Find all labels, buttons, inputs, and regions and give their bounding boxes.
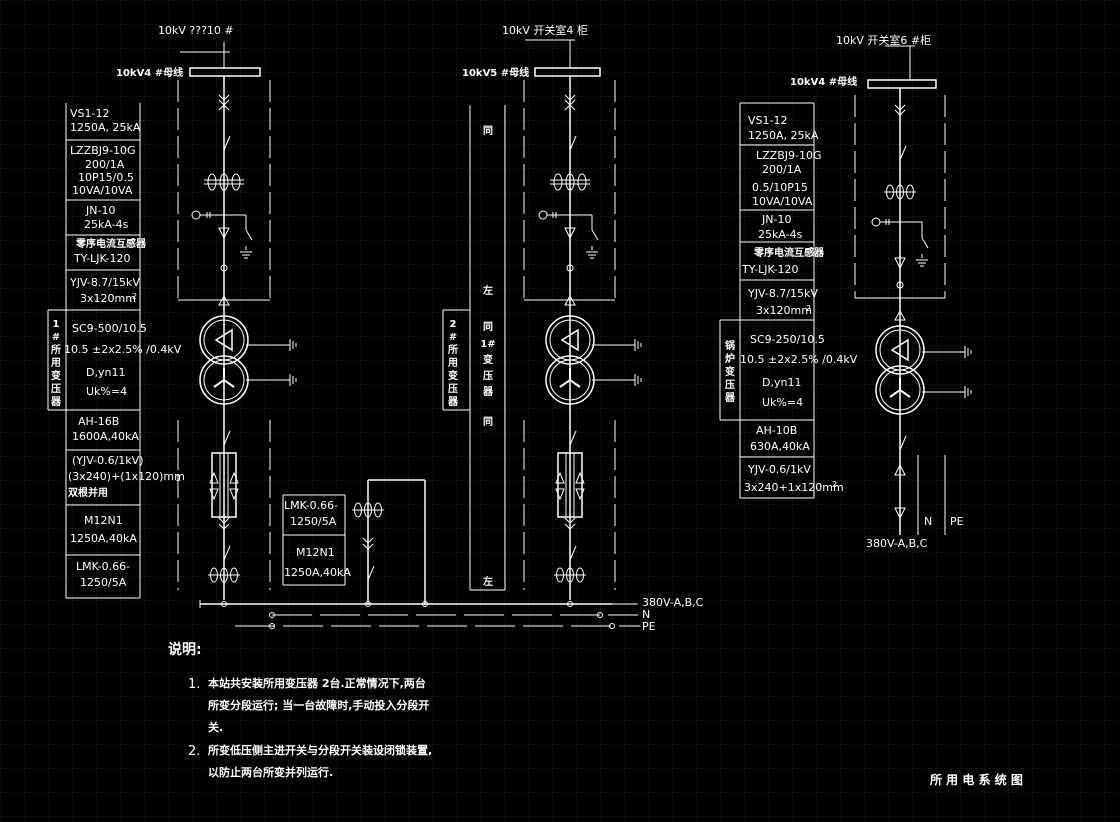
panel2-col-char-6: 器 (483, 387, 493, 398)
panel1-tr-model: SC9-500/10.5 (72, 322, 147, 335)
panel3-tr-side: 锅炉变压器 (725, 341, 735, 404)
panel1-lv-cable1: (YJV-0.6/1kV) (72, 454, 144, 467)
panel2-col-char-8: 左 (483, 577, 493, 588)
notes-title: 说明: (168, 642, 202, 658)
panel3-jn-rating: 25kA-4s (758, 228, 803, 241)
panel2-bus-label: 10kV5 #母线 (462, 68, 530, 79)
panel3-n: N (924, 515, 933, 528)
panel3-cable-sup: 2 (806, 304, 812, 313)
panel2-col-char-4: 变 (483, 355, 493, 366)
panel3-circuit (719, 45, 972, 535)
panel1-zero-ct: 零序电流互感器 (76, 239, 146, 250)
panel3-ct-model: LZZBJ9-10G (756, 149, 822, 162)
panel1-ct-class: 10P15/0.5 (78, 171, 134, 184)
panel3-zero-ct: 零序电流互感器 (754, 248, 824, 259)
panel3-cable-size: 3x120mm (756, 304, 812, 317)
note1-line2: 所变分段运行; 当一台故障时,手动投入分段开 (208, 699, 430, 712)
panel2-side-label: 2#所用变压器 (448, 319, 458, 408)
panel3-tr-ratio: 10.5 ±2x2.5% /0.4kV (740, 353, 858, 366)
note1-num: 1. (188, 677, 201, 692)
panel3-lv-cable2: 3x240+1x120mm (744, 481, 844, 494)
panel3-lv-cable1: YJV-0.6/1kV (748, 463, 811, 476)
note2-line1: 所变低压侧主进开关与分段开关装设闭锁装置, (208, 744, 433, 757)
panel1-tr-side: 1#所用变压器 (51, 319, 61, 408)
panel2-circuit (442, 39, 642, 600)
note1-line1: 本站共安装所用变压器 2台.正常情况下,两台 (208, 677, 426, 690)
lv-bus-n: N (642, 608, 651, 621)
panel2-header: 10kV 开关室4 柜 (502, 24, 588, 37)
panel1-tr-group: D,yn11 (86, 366, 126, 379)
tie-lmk: LMK-0.66- (284, 499, 339, 512)
panel1-ct-ratio: 200/1A (85, 158, 125, 171)
panel3-cable: YJV-8.7/15kV (748, 287, 818, 300)
panel3-ah: AH-10B (756, 424, 798, 437)
panel1-lmk-ratio: 1250/5A (80, 576, 127, 589)
panel3-zero-model: TY-LJK-120 (742, 263, 799, 276)
panel1-lv-cable2: (3x240)+(1x120)mm (68, 470, 185, 483)
panel3-ct-va: 10VA/10VA (752, 195, 813, 208)
panel3-ct-class: 0.5/10P15 (752, 181, 808, 194)
drawing-title: 所 用 电 系 统 图 (930, 773, 1023, 787)
panel1-ct-va: 10VA/10VA (72, 184, 133, 197)
panel3-tr-uk: Uk%=4 (762, 396, 804, 409)
lv-bus-pe: PE (642, 620, 656, 633)
lv-bus-phase: 380V-A,B,C (642, 596, 704, 609)
tie-lmk-ratio: 1250/5A (290, 515, 337, 528)
panel2-col-char-1: 左 (483, 286, 493, 297)
panel2-col-char-2: 同 (483, 322, 493, 333)
panel2-col-char-3: 1# (480, 339, 496, 350)
panel1-ah: AH-16B (78, 415, 120, 428)
panel1-circuit (177, 42, 297, 600)
lv-busbars (199, 600, 640, 629)
panel1-zero-model: TY-LJK-120 (74, 252, 131, 265)
panel1-table (47, 103, 141, 599)
panel3-380v: 380V-A,B,C (866, 537, 928, 550)
panel1-bus-label: 10kV4 #母线 (116, 68, 184, 79)
panel2-col-char-5: 压 (483, 371, 493, 382)
note1-line3: 关. (208, 721, 224, 734)
panel1-tr-ratio: 10.5 ±2x2.5% /0.4kV (64, 343, 182, 356)
panel3-ct-ratio: 200/1A (762, 163, 802, 176)
panel1-ct-model: LZZBJ9-10G (70, 144, 136, 157)
panel1-cable-size: 3x120mm (80, 292, 136, 305)
panel1-tr-uk: Uk%=4 (86, 385, 128, 398)
panel3-ah-rating: 630A,40kA (750, 440, 810, 453)
panel1-cable: YJV-8.7/15kV (70, 276, 140, 289)
panel1-ah-rating: 1600A,40kA (72, 430, 139, 443)
panel3-vs-rating: 1250A, 25kA (748, 129, 819, 142)
panel1-vs: VS1-12 (70, 107, 110, 120)
panel1-lv-sup: 2 (176, 474, 182, 483)
note2-num: 2. (188, 744, 201, 759)
panel1-m12-rating: 1250A,40kA (70, 532, 137, 545)
tie-m12: M12N1 (296, 546, 335, 559)
panel3-jn: JN-10 (762, 213, 792, 226)
panel1-cable-sup: 2 (132, 292, 138, 301)
note2-line2: 以防止两台所变并列运行. (208, 766, 334, 779)
panel3-lv-sup: 2 (832, 480, 838, 489)
panel1-header: 10kV ???10 # (158, 24, 234, 37)
panel3-bus-label: 10kV4 #母线 (790, 77, 858, 88)
panel1-jn-rating: 25kA-4s (84, 218, 129, 231)
panel3-pe: PE (950, 515, 964, 528)
panel3-tr-model: SC9-250/10.5 (750, 333, 825, 346)
tie-m12-rating: 1250A,40kA (284, 566, 351, 579)
panel3-tr-group: D,yn11 (762, 376, 802, 389)
panel1-vs-rating: 1250A, 25kA (70, 121, 141, 134)
tie-circuit (282, 479, 426, 605)
panel2-col-char-7: 同 (483, 417, 493, 428)
panel3-vs: VS1-12 (748, 114, 788, 127)
panel1-jn: JN-10 (86, 204, 116, 217)
panel1-lmk: LMK-0.66- (76, 560, 131, 573)
panel3-header: 10kV 开关室6 #柜 (836, 34, 932, 47)
panel1-parallel: 双根并用 (68, 488, 108, 499)
panel2-col-char-0: 同 (483, 126, 493, 137)
panel1-m12: M12N1 (84, 514, 123, 527)
